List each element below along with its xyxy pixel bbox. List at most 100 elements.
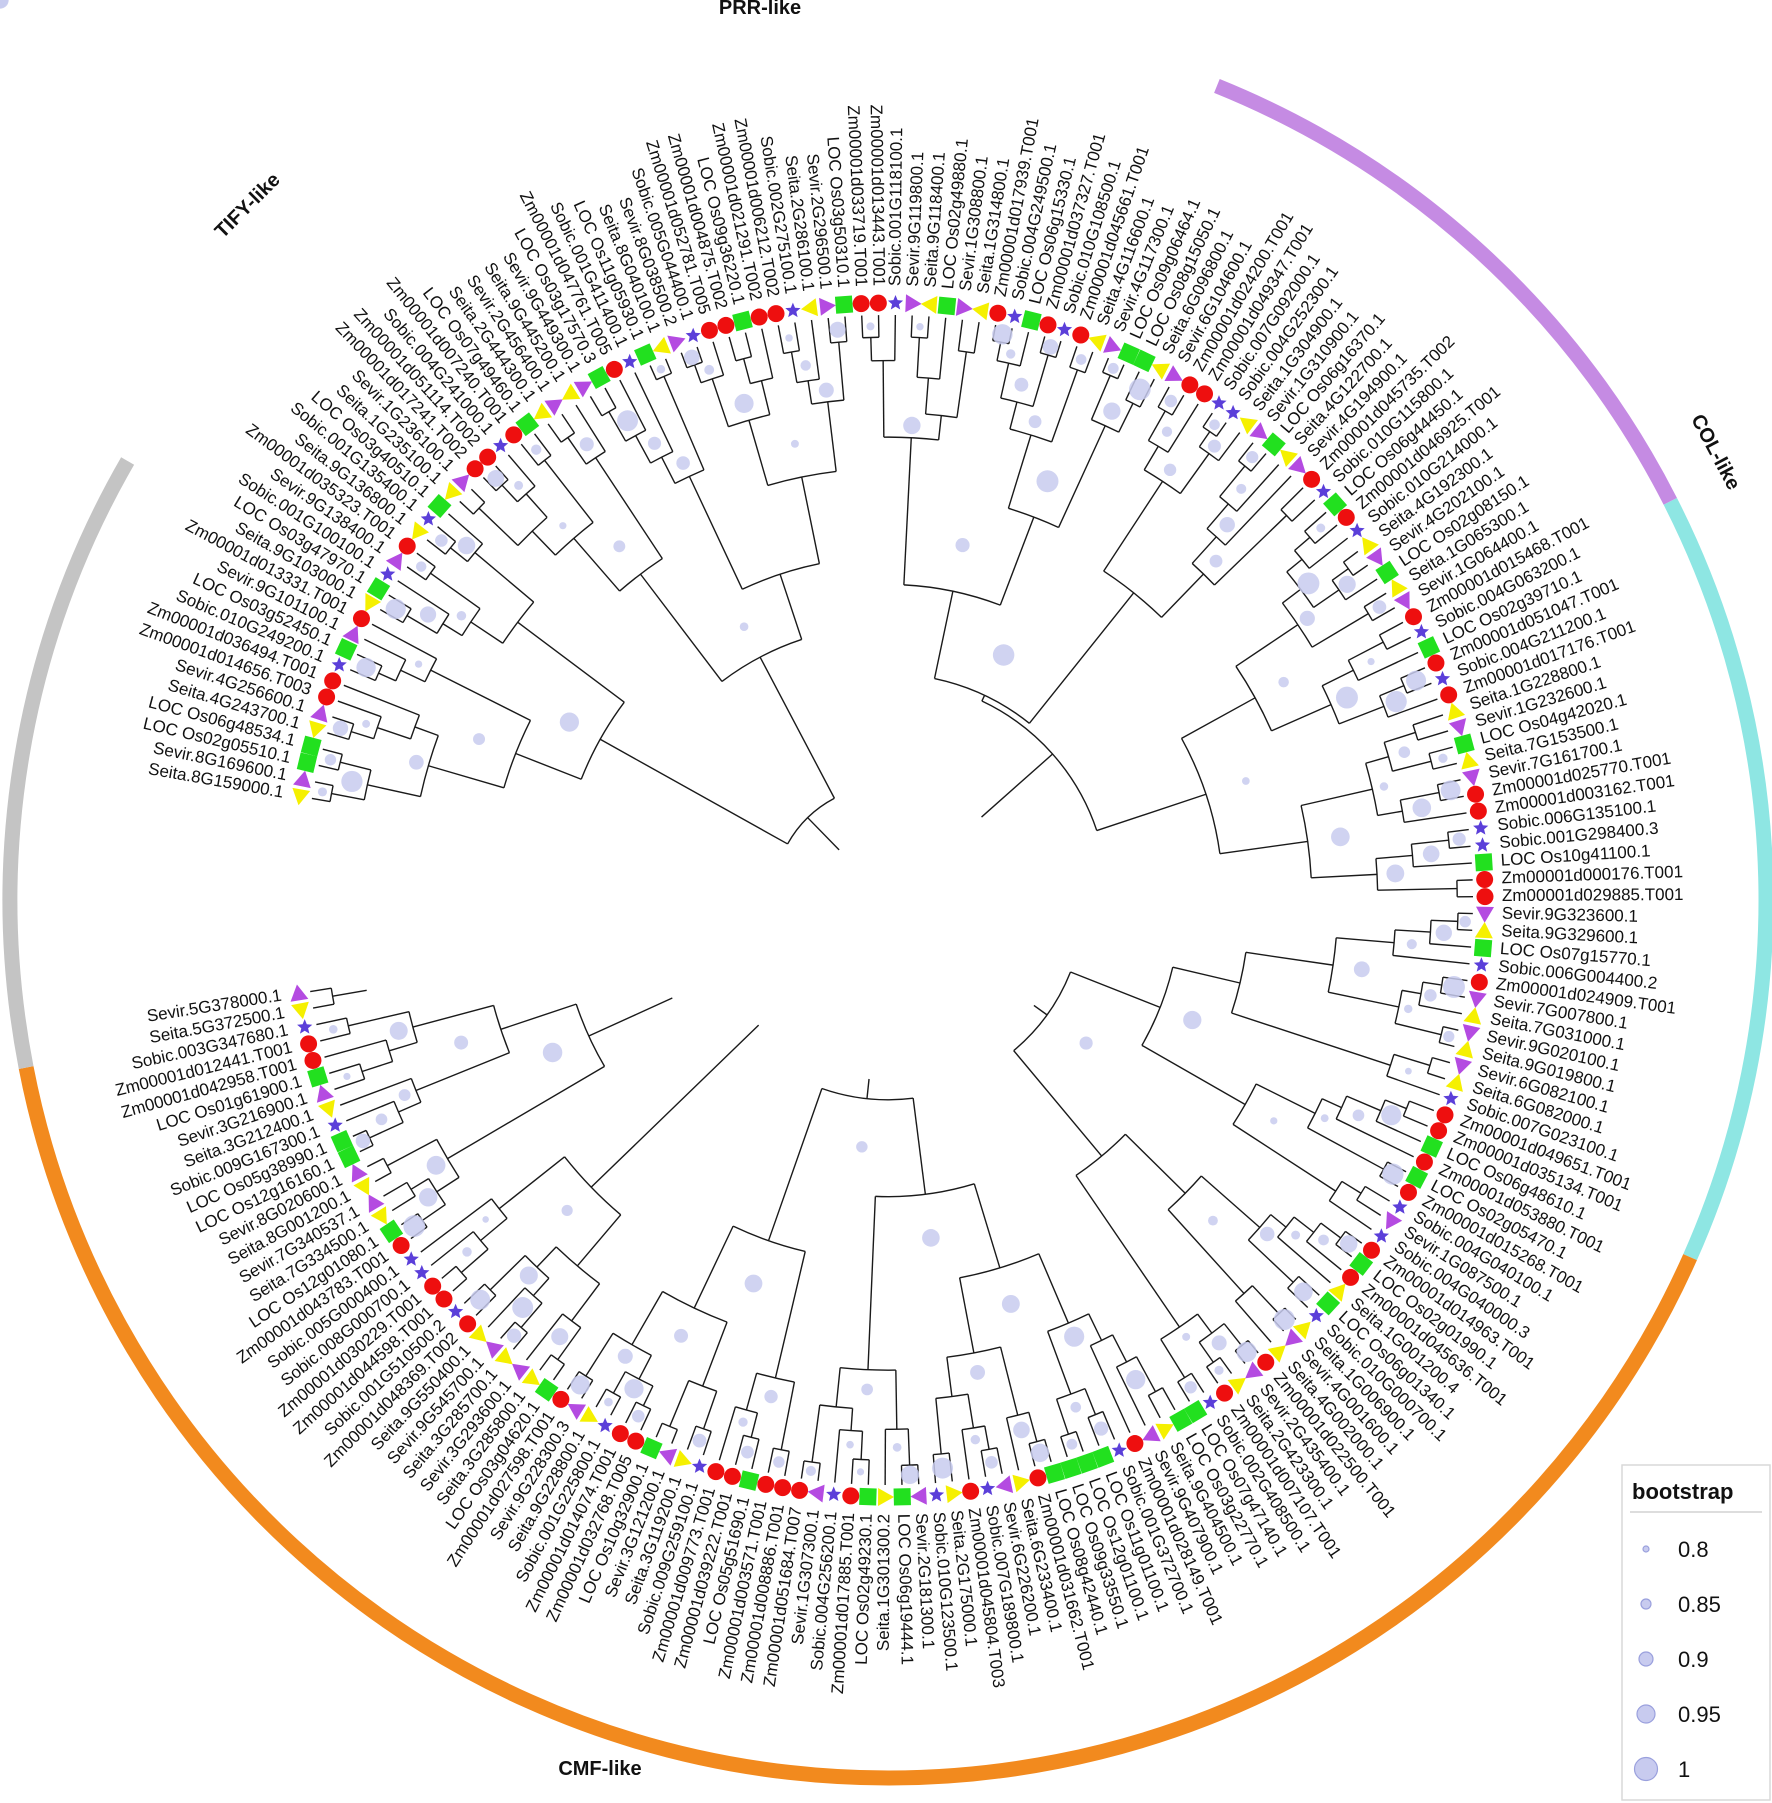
sobic-marker-icon [1474,837,1491,852]
bootstrap-dot [955,538,970,553]
zm-marker-icon [1337,508,1355,526]
legend-bootstrap-dot [1642,1545,1650,1553]
branch-line [1401,989,1422,995]
bootstrap-dot [1316,523,1326,533]
bootstrap-dot [1297,572,1320,595]
sevir-marker-icon [293,770,311,789]
branch-line [1409,1100,1435,1112]
branch-line [728,336,737,361]
bootstrap-dot [457,536,476,555]
bootstrap-dot [916,323,924,331]
branch-line [1200,1175,1261,1229]
branch-line [447,1065,605,1160]
branch-line [1428,746,1453,755]
bootstrap-dot [1443,1030,1455,1043]
branch-line [324,1039,387,1058]
branch-line [1328,1200,1372,1230]
branch-line [520,1302,543,1328]
seita-marker-icon [291,1001,309,1020]
bootstrap-dot [1070,1401,1082,1413]
branch-line [337,700,382,718]
bootstrap-dot [1405,1067,1412,1075]
bootstrap-dot [1236,483,1247,494]
bootstrap-dot [482,1216,489,1223]
branch-line [412,1004,494,1028]
branch-line [1084,351,1094,373]
branch-line [642,1385,654,1407]
bootstrap-dot [317,787,328,797]
branch-line [882,360,885,438]
branch-arc [612,1332,652,1356]
loc-marker-icon [1474,853,1493,872]
branch-line [1250,453,1267,472]
branch-line [777,325,785,354]
branch-line [779,573,803,640]
branch-line [1247,1239,1294,1283]
branch-line [532,1277,550,1297]
branch-line [595,457,663,559]
branch-line [1177,1381,1191,1402]
branch-line [1009,401,1018,430]
branch-line [655,1422,663,1438]
bootstrap-dot [1385,690,1407,713]
bootstrap-dot [1320,1114,1329,1123]
seita-marker-icon [1088,334,1107,352]
branch-line [1051,369,1079,443]
branch-line [1234,1300,1272,1343]
clade-label-cmf-like: CMF-like [558,1758,641,1780]
sevir-marker-icon [1476,906,1494,923]
branch-arc [1379,695,1389,718]
branch-line [767,1448,775,1473]
bootstrap-dot [1161,426,1173,437]
zm-marker-icon [352,610,370,628]
branch-line [1219,840,1308,855]
branch-line [557,1327,582,1361]
branch-arc [1386,1054,1395,1077]
bootstrap-dot [1335,686,1358,709]
branch-line [693,364,702,383]
branch-line [1135,1356,1157,1393]
branch-line [912,1098,927,1195]
branch-line [980,1450,987,1477]
branch-line [1206,503,1229,530]
branch-arc [911,336,928,339]
branch-line [870,337,873,361]
branch-line [1000,363,1010,399]
branch-line [498,1156,566,1210]
branch-line [984,1425,990,1450]
sevir-marker-icon [451,474,470,493]
sobic-marker-icon [448,1303,464,1319]
branch-line [348,1010,410,1027]
branch-line [895,1370,898,1430]
bootstrap-dot [692,1433,707,1448]
branch-line [1394,1022,1442,1036]
branch-arc [1363,606,1374,621]
branch-arc [1167,1175,1202,1211]
loc-marker-icon [337,1145,361,1169]
branch-line [436,1176,460,1193]
bootstrap-dot [403,1215,426,1237]
sevir-marker-icon [351,1164,368,1183]
branch-line [663,376,705,471]
sevir-marker-icon [310,704,328,723]
bootstrap-dot [514,480,524,490]
bootstrap-dot [1163,463,1177,477]
branch-line [916,337,921,378]
loc-marker-icon [1323,492,1348,517]
branch-line [327,732,349,741]
sevir-marker-icon [1366,547,1383,566]
branch-line [470,621,504,644]
branch-line [838,342,845,401]
branch-line [612,1371,626,1394]
sevir-marker-icon [485,1341,504,1359]
branch-arc [406,1182,416,1197]
branch-line [688,476,743,590]
sobic-marker-icon [1202,1394,1218,1409]
branch-line [1320,1222,1342,1239]
branch-line [1046,1331,1072,1395]
branch-line [595,1388,608,1408]
sobic-marker-icon [1413,623,1429,639]
branch-line [350,730,374,740]
sobic-marker-icon [597,1417,613,1433]
